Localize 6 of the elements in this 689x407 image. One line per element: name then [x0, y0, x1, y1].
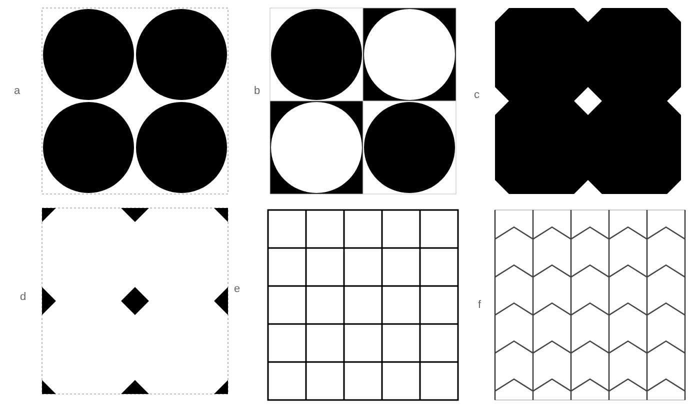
panel-letter: f	[478, 299, 482, 311]
panel-letter: d	[20, 291, 26, 303]
panel-letter: b	[254, 85, 260, 97]
panel-letter: a	[14, 85, 20, 97]
panel-letter: c	[474, 89, 480, 101]
panel-letter: e	[234, 283, 240, 295]
